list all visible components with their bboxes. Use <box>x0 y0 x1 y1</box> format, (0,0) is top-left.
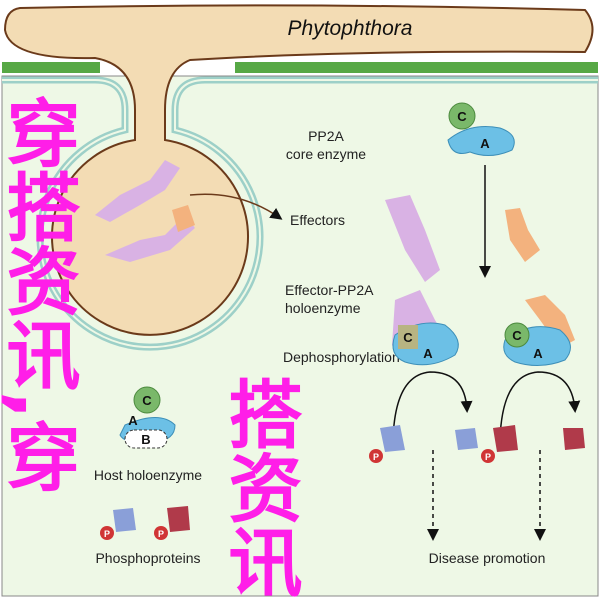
svg-text:P: P <box>104 529 110 539</box>
label-core-enzyme: core enzyme <box>286 146 366 162</box>
effector-orange <box>505 208 540 262</box>
dephosphorylation-arrow-2 <box>499 371 581 441</box>
cell-wall-left <box>2 62 100 73</box>
svg-text:C: C <box>457 109 467 124</box>
svg-text:P: P <box>158 529 164 539</box>
effector-proteins <box>95 160 195 262</box>
watermark-line-1: 穿搭资讯,穿 <box>0 95 80 494</box>
effector-pp2a-holoenzyme-1: C A <box>392 290 459 366</box>
phosphoprotein-legend-red: P <box>154 506 190 540</box>
label-holoenzyme: holoenzyme <box>285 300 361 316</box>
svg-text:A: A <box>423 346 433 361</box>
phosphoprotein-blue-1: P <box>369 425 405 463</box>
svg-text:P: P <box>485 452 491 462</box>
dephosphorylation-arrow-1 <box>392 371 473 441</box>
label-pp2a: PP2A <box>308 128 344 144</box>
protein-red-dephosphorylated <box>563 428 585 450</box>
svg-text:P: P <box>373 452 379 462</box>
label-host-holoenzyme: Host holoenzyme <box>94 467 202 483</box>
pathogen-title: Phytophthora <box>288 17 413 40</box>
svg-text:C: C <box>512 328 522 343</box>
svg-text:A: A <box>480 136 490 151</box>
label-effector-pp2a: Effector-PP2A <box>285 282 374 298</box>
svg-text:C: C <box>403 330 413 345</box>
label-phosphoproteins: Phosphoproteins <box>95 550 200 566</box>
label-effectors: Effectors <box>290 212 345 228</box>
protein-blue-dephosphorylated <box>455 428 478 450</box>
cell-wall-right <box>235 62 598 73</box>
secretion-arrow <box>189 193 283 220</box>
svg-text:A: A <box>128 413 138 428</box>
phosphoprotein-red-1: P <box>481 425 518 463</box>
watermark-line-2: 搭资讯 <box>216 376 302 598</box>
effector-pp2a-holoenzyme-2: C A <box>503 295 575 366</box>
host-holoenzyme: C A B <box>119 386 176 449</box>
svg-text:A: A <box>533 346 543 361</box>
effector-purple <box>385 195 440 282</box>
svg-text:C: C <box>142 393 152 408</box>
pp2a-core-enzyme: C A <box>447 102 515 156</box>
label-disease-promotion: Disease promotion <box>429 550 546 566</box>
label-dephosphorylation: Dephosphorylation <box>283 349 400 365</box>
svg-text:B: B <box>141 432 150 447</box>
phosphoprotein-legend-blue: P <box>100 508 136 540</box>
